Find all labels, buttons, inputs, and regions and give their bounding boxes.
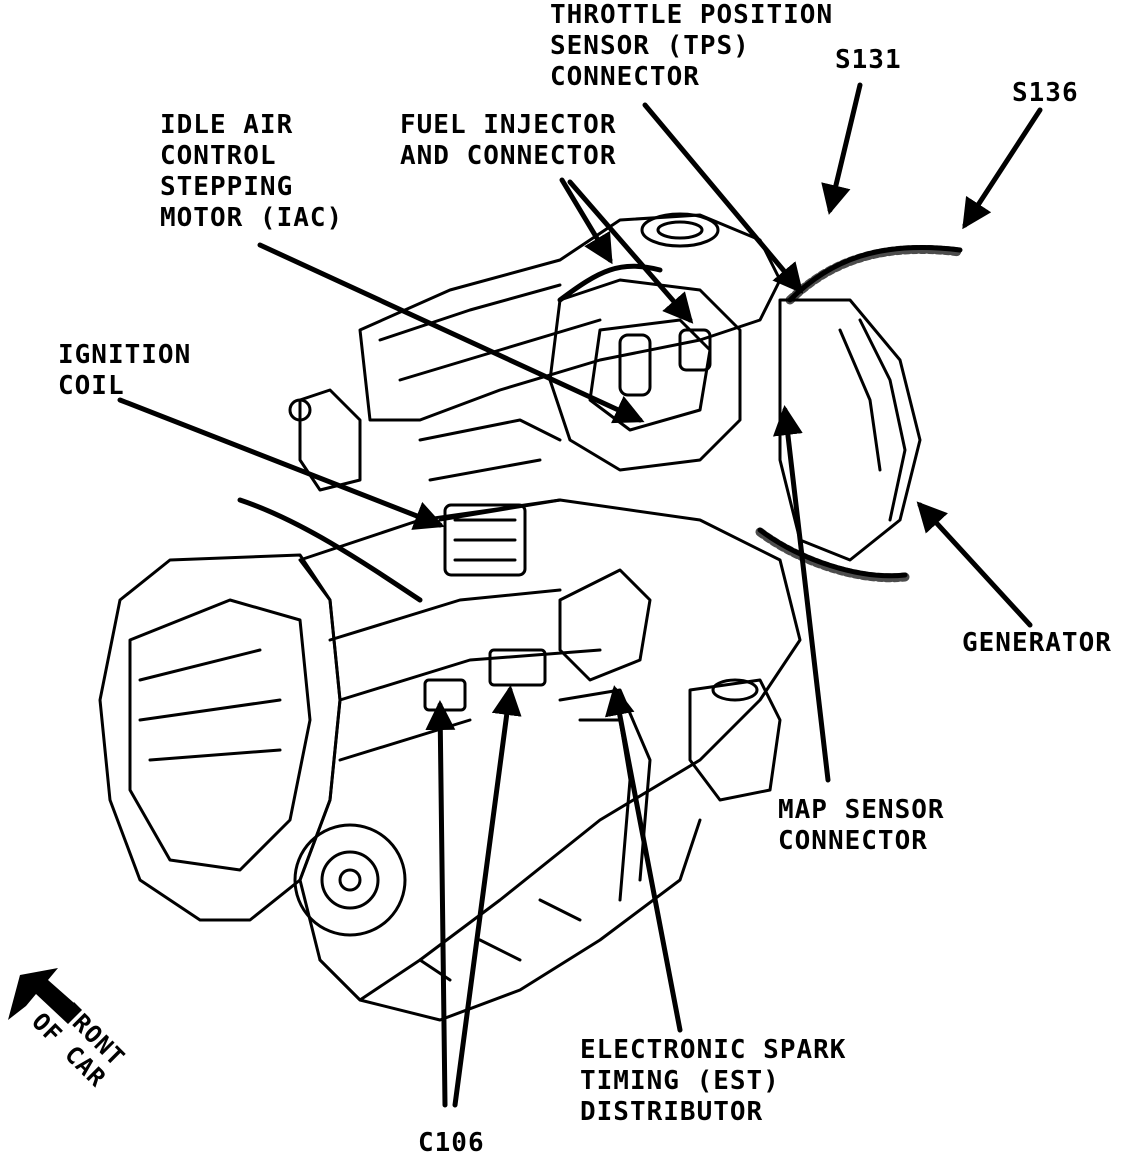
label-generator: GENERATOR	[962, 628, 1112, 658]
generator-leader	[916, 501, 1033, 628]
c106-leader-1	[425, 700, 456, 1108]
label-s136: S136	[1012, 78, 1079, 108]
crank-pulley	[293, 823, 407, 937]
label-fuel-injector: FUEL INJECTOR AND CONNECTOR	[400, 110, 617, 171]
label-est-distributor: ELECTRONIC SPARK TIMING (EST) DISTRIBUTO…	[580, 1035, 847, 1127]
valve-cover	[358, 213, 782, 422]
c106-connector	[423, 678, 467, 712]
s136-leader	[962, 107, 1043, 230]
engine-block	[298, 498, 802, 1002]
distributor	[558, 568, 652, 682]
generator-body	[778, 298, 922, 562]
label-s131: S131	[835, 45, 902, 75]
label-iac: IDLE AIR CONTROL STEPPING MOTOR (IAC)	[160, 110, 344, 233]
injector-leader-2	[567, 179, 694, 324]
label-map-sensor: MAP SENSOR CONNECTOR	[778, 795, 945, 856]
label-c106: C106	[418, 1128, 485, 1158]
label-tps: THROTTLE POSITION SENSOR (TPS) CONNECTOR	[550, 0, 834, 92]
est-leader	[604, 685, 683, 1033]
label-ignition-coil: IGNITION COIL	[58, 340, 192, 401]
ignition-coil	[443, 503, 527, 577]
c106-leader-2	[452, 685, 522, 1108]
injector-leader-1	[559, 177, 613, 265]
iac-leader	[257, 242, 645, 424]
coil-leader	[117, 397, 445, 530]
throttle-body	[548, 278, 742, 472]
front-arrow-icon	[8, 968, 82, 1024]
tps-leader	[642, 102, 804, 294]
s131-leader	[821, 82, 863, 215]
map-leader	[772, 405, 831, 783]
